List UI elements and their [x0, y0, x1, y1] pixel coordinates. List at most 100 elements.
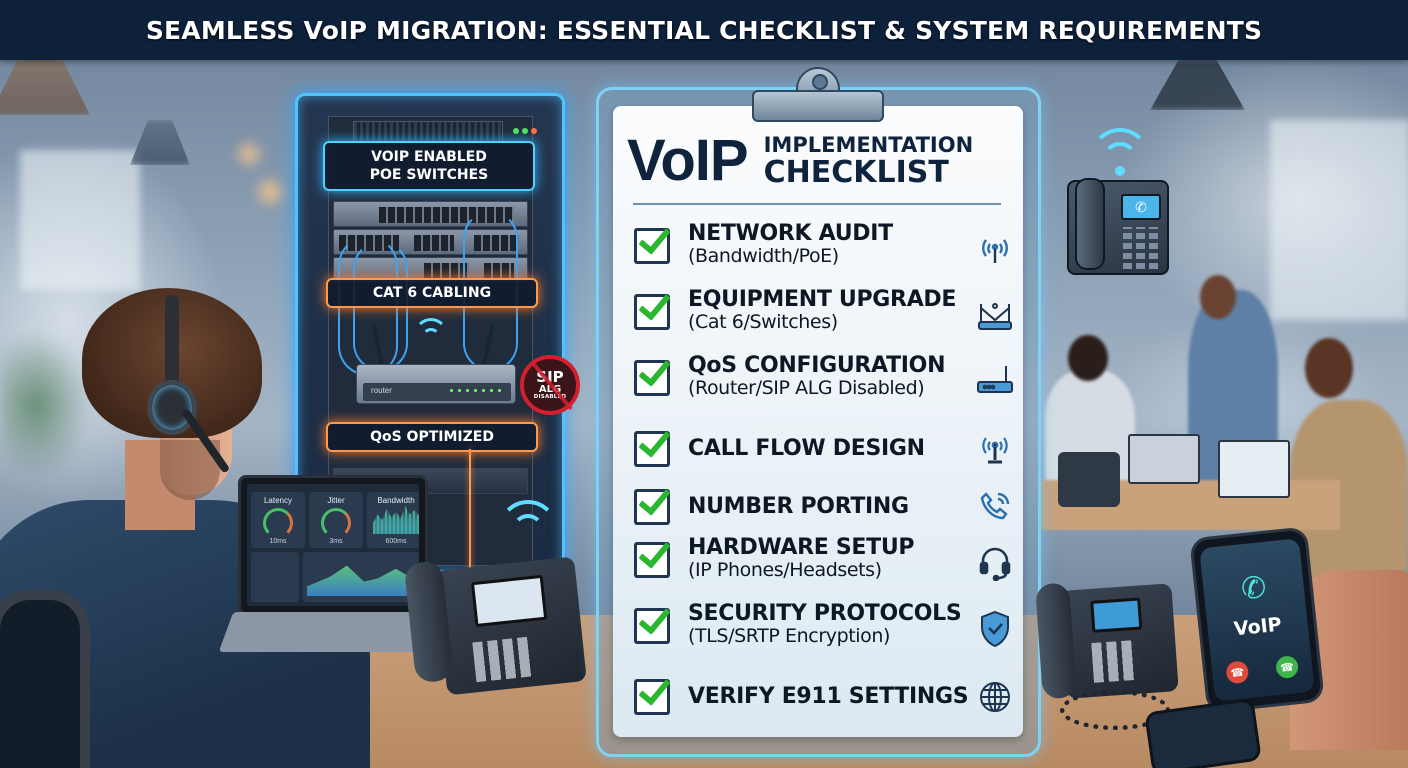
- checklist-item-verify-e911[interactable]: VERIFY E911 SETTINGS: [634, 668, 1014, 726]
- checkbox-checked-icon[interactable]: [634, 360, 670, 396]
- rack-vent: [353, 121, 503, 143]
- cat6-cabling-text: CAT 6 CABLING: [372, 285, 492, 301]
- router-leds: [450, 389, 501, 392]
- poe-switches-label-line2: POE SWITCHES: [369, 167, 489, 183]
- keypad: [1123, 227, 1161, 269]
- router-icon: [976, 362, 1014, 400]
- item-subtitle: (TLS/SRTP Encryption): [688, 625, 891, 648]
- checklist-item-equipment-upgrade[interactable]: EQUIPMENT UPGRADE(Cat 6/Switches): [634, 288, 1014, 354]
- title-banner: SEAMLESS VoIP MIGRATION: ESSENTIAL CHECK…: [0, 0, 1408, 60]
- background-person-head: [1200, 275, 1236, 319]
- background-laptop: [1218, 440, 1290, 498]
- checklist-item-hardware-setup[interactable]: HARDWARE SETUP(IP Phones/Headsets): [634, 536, 1014, 602]
- jitter-gauge-icon: [321, 508, 351, 538]
- pendant-lamp: [0, 55, 90, 115]
- latency-value: 10ms: [269, 538, 287, 545]
- item-title: SECURITY PROTOCOLS: [688, 601, 962, 626]
- bokeh-light: [258, 180, 282, 204]
- background-person-head: [1068, 335, 1108, 381]
- item-title: NETWORK AUDIT: [688, 221, 893, 246]
- item-title: QoS CONFIGURATION: [688, 353, 946, 378]
- item-title: VERIFY E911 SETTINGS: [688, 684, 969, 710]
- checklist-item-number-porting[interactable]: NUMBER PORTING: [634, 478, 1014, 536]
- checklist-paper: [613, 106, 1023, 737]
- checklist-item-call-flow-design[interactable]: CALL FLOW DESIGN: [634, 420, 1014, 478]
- shield-check-icon: [976, 610, 1014, 648]
- desk-phone-screen: [1090, 597, 1143, 633]
- status-led-green: [522, 128, 528, 134]
- clipboard-clip: [752, 90, 884, 122]
- wifi-icon: [422, 328, 440, 346]
- checkbox-checked-icon[interactable]: [634, 608, 670, 644]
- checkbox-checked-icon[interactable]: [634, 489, 670, 525]
- background-plant: [0, 330, 90, 480]
- bandwidth-chart: [373, 506, 419, 534]
- heading-line2: CHECKLIST: [763, 154, 949, 190]
- checklist-item-network-audit[interactable]: NETWORK AUDIT(Bandwidth/PoE): [634, 222, 1014, 288]
- smartphone-screen: ✆ VoIP ☎ ☎: [1199, 538, 1315, 702]
- poe-switches-label: VOIP ENABLED POE SWITCHES: [323, 141, 535, 191]
- decline-call-button[interactable]: ☎: [1225, 660, 1250, 685]
- cat6-cabling-label: CAT 6 CABLING: [326, 278, 538, 308]
- wifi-icon: [1090, 128, 1150, 188]
- item-title: EQUIPMENT UPGRADE: [688, 287, 957, 312]
- item-subtitle: (Cat 6/Switches): [688, 311, 838, 334]
- checklist-item-security-protocols[interactable]: SECURITY PROTOCOLS(TLS/SRTP Encryption): [634, 602, 1014, 668]
- router-label: router: [371, 386, 392, 395]
- latency-label: Latency: [263, 496, 293, 505]
- wifi-icon: [1102, 142, 1138, 178]
- sip-badge-line1: SIP: [536, 367, 564, 386]
- bandwidth-value: 600ms: [385, 538, 407, 545]
- item-title: CALL FLOW DESIGN: [688, 436, 925, 462]
- heading-divider: [633, 203, 1001, 205]
- antenna-signal-icon: [976, 230, 1014, 268]
- headset-icon: [147, 380, 197, 435]
- checklist-items: NETWORK AUDIT(Bandwidth/PoE) EQUIPMENT U…: [634, 222, 1014, 726]
- checkbox-checked-icon[interactable]: [634, 679, 670, 715]
- laptop: Latency 10ms Jitter 3ms Bandwidth 600ms: [238, 475, 428, 615]
- desk-phone-keypad: [1091, 640, 1139, 683]
- pendant-lamp: [1150, 60, 1245, 110]
- sip-alg-disabled-badge: SIP ALG DISABLED: [520, 355, 580, 415]
- status-led-orange: [531, 128, 537, 134]
- checklist-item-qos-configuration[interactable]: QoS CONFIGURATION(Router/SIP ALG Disable…: [634, 354, 1014, 420]
- desk-phone-screen: [470, 574, 548, 628]
- bandwidth-label: Bandwidth: [377, 496, 415, 505]
- background-desk-phone: [1058, 452, 1120, 507]
- network-rack: VOIP ENABLED POE SWITCHES CAT 6 CABLING …: [295, 93, 565, 573]
- desk-phone-keypad: [472, 636, 536, 682]
- phone-call-icon: ✆: [1239, 570, 1268, 607]
- smartphone-voip-label: VoIP: [1232, 613, 1283, 641]
- wifi-icon: [512, 514, 544, 546]
- qos-optimized-label: QoS OPTIMIZED: [326, 422, 538, 452]
- checkbox-checked-icon[interactable]: [634, 431, 670, 467]
- background-window: [1270, 120, 1408, 320]
- jitter-value: 3ms: [329, 538, 343, 545]
- item-subtitle: (Router/SIP ALG Disabled): [688, 377, 925, 400]
- accept-call-button[interactable]: ☎: [1274, 655, 1300, 680]
- checklist-brand: VoIP: [627, 128, 749, 193]
- headset-icon: [976, 544, 1014, 582]
- checkbox-checked-icon[interactable]: [634, 228, 670, 264]
- background-person-head: [1305, 338, 1353, 398]
- traffic-area-tile: [303, 552, 419, 602]
- network-dashboard: Latency 10ms Jitter 3ms Bandwidth 600ms: [247, 484, 419, 606]
- wifi-dot: [1115, 166, 1125, 176]
- sip-badge-line3: DISABLED: [533, 393, 567, 400]
- qos-connector-line: [469, 449, 471, 569]
- call-buttons: ☎ ☎: [1211, 654, 1313, 686]
- traffic-area-chart: [307, 565, 419, 596]
- phone-screen: ✆: [1121, 194, 1161, 220]
- jitter-tile: Jitter 3ms: [309, 492, 363, 548]
- item-subtitle: (Bandwidth/PoE): [688, 245, 839, 268]
- globe-icon: [976, 678, 1014, 716]
- checkbox-checked-icon[interactable]: [634, 294, 670, 330]
- item-title: NUMBER PORTING: [688, 494, 909, 520]
- smartphone: ✆ VoIP ☎ ☎: [1189, 526, 1325, 714]
- ip-desk-phone: [1031, 575, 1179, 704]
- latency-tile: Latency 10ms: [251, 492, 305, 548]
- headset-band: [165, 295, 179, 395]
- heading-line1: IMPLEMENTATION: [763, 132, 974, 157]
- checkbox-checked-icon[interactable]: [634, 542, 670, 578]
